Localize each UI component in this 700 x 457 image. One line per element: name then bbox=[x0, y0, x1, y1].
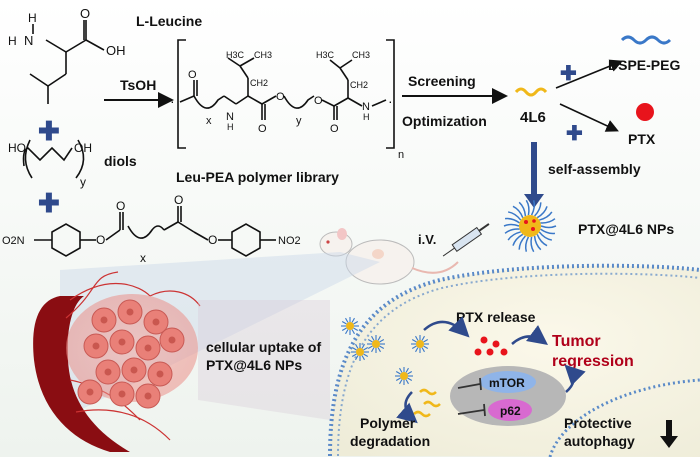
release-arrow bbox=[423, 316, 470, 338]
mouse-icon bbox=[319, 228, 459, 285]
mtor-node bbox=[480, 371, 536, 393]
protective-label-1: Protective bbox=[564, 415, 632, 431]
ester-o3: O bbox=[174, 193, 183, 207]
zoom-cone-right bbox=[198, 300, 330, 420]
polymer-ch3-1: CH3 bbox=[254, 50, 272, 60]
cell-nanoparticles bbox=[341, 317, 429, 385]
diols-oh: OH bbox=[74, 141, 92, 155]
cell bbox=[328, 263, 700, 457]
polymer-ch3-2: CH3 bbox=[352, 50, 370, 60]
leucine-structure bbox=[29, 20, 105, 104]
polymer-end-dot-left: · bbox=[170, 93, 175, 109]
polymer-o1: O bbox=[188, 69, 197, 81]
syringe-icon bbox=[442, 223, 490, 257]
diols-y: y bbox=[80, 175, 86, 189]
uptake-label-1: cellular uptake of bbox=[206, 339, 321, 355]
plus-icon-2: ✚ bbox=[38, 188, 60, 218]
ptx-release-label: PTX release bbox=[456, 309, 536, 325]
polymer-label-1: Polymer bbox=[360, 415, 416, 431]
blood-vessel bbox=[33, 296, 130, 452]
polymer-o3: O bbox=[276, 91, 285, 103]
polymer-structure bbox=[177, 39, 395, 149]
ester-o4: O bbox=[208, 233, 217, 247]
tsoh-label: TsOH bbox=[120, 77, 156, 93]
dspe-peg-label: DSPE-PEG bbox=[608, 57, 680, 73]
leucine-h: H bbox=[28, 11, 37, 25]
polymer-n-sub: n bbox=[398, 149, 404, 161]
ester-structure bbox=[34, 206, 276, 257]
leucine-label: L-Leucine bbox=[136, 13, 202, 29]
diols-structure bbox=[22, 139, 85, 179]
polymer-o2: O bbox=[258, 123, 267, 135]
optimization-label: Optimization bbox=[402, 113, 487, 129]
down-arrow-icon bbox=[660, 420, 678, 448]
ptx-drug-icon bbox=[636, 103, 654, 121]
nuclear-membrane bbox=[548, 378, 700, 457]
tumor-mass bbox=[66, 294, 198, 409]
ester-o1: O bbox=[96, 233, 105, 247]
polymer-label-2: degradation bbox=[350, 433, 430, 449]
peg-icon bbox=[620, 35, 672, 45]
nps-label: PTX@4L6 NPs bbox=[578, 221, 674, 237]
plus-icon: ✚ bbox=[38, 116, 60, 146]
ester-o2n: O2N bbox=[2, 235, 25, 247]
leucine-oh: OH bbox=[106, 43, 126, 58]
polymer-nh2: H bbox=[363, 112, 370, 122]
iv-label: i.V. bbox=[418, 232, 436, 247]
polymer-ch2-1: CH2 bbox=[250, 78, 268, 88]
screening-label: Screening bbox=[408, 73, 476, 89]
leucine-o: O bbox=[80, 6, 90, 21]
regression-arrow bbox=[511, 325, 549, 345]
nanoparticle-icon bbox=[503, 199, 557, 253]
autophagy-arrow bbox=[564, 364, 586, 393]
dspe-arrow bbox=[555, 59, 623, 89]
inhibition-marks bbox=[457, 377, 486, 417]
tumor-label-1: Tumor bbox=[552, 333, 601, 350]
ester-o2: O bbox=[116, 199, 125, 213]
p62-node bbox=[488, 399, 532, 421]
polymer-n1: N bbox=[226, 111, 234, 123]
leucine-n: N bbox=[24, 33, 33, 48]
diols-ho: HO bbox=[8, 141, 26, 155]
polymer-h3c-1: H3C bbox=[226, 50, 245, 60]
polymer-n2: N bbox=[362, 101, 370, 113]
plus-icon-3: ✚ bbox=[560, 63, 577, 85]
p62-label: p62 bbox=[500, 404, 521, 418]
polymer-h3c-2: H3C bbox=[316, 50, 335, 60]
polymer-o4: O bbox=[314, 95, 323, 107]
diols-label: diols bbox=[104, 153, 137, 169]
candidate-label: 4L6 bbox=[520, 109, 546, 126]
self-assembly-label: self-assembly bbox=[548, 161, 641, 177]
protective-label-2: autophagy bbox=[564, 433, 635, 449]
polymer-o5: O bbox=[330, 123, 339, 135]
polymer-x: x bbox=[206, 115, 212, 127]
mtor-label: mTOR bbox=[489, 376, 525, 390]
ptx-label: PTX bbox=[628, 131, 656, 147]
polymer-end-dot-right: · bbox=[388, 93, 393, 109]
plus-icon-4: ✚ bbox=[566, 123, 583, 145]
ptx-arrow bbox=[559, 103, 619, 132]
polymer-ch2-2: CH2 bbox=[350, 80, 368, 90]
polymer-4l6-icon bbox=[514, 87, 548, 97]
leucine-h2: H bbox=[8, 34, 17, 48]
library-label: Leu-PEA polymer library bbox=[176, 169, 339, 185]
ester-x: x bbox=[140, 251, 146, 265]
polymer-nh1: H bbox=[227, 122, 234, 132]
ester-no2: NO2 bbox=[278, 235, 301, 247]
ptx-molecules bbox=[474, 336, 508, 356]
degradation-arrow bbox=[396, 391, 418, 424]
polymer-y: y bbox=[296, 115, 302, 127]
tumor-label-2: regression bbox=[552, 353, 634, 370]
uptake-label-2: PTX@4L6 NPs bbox=[206, 357, 302, 373]
